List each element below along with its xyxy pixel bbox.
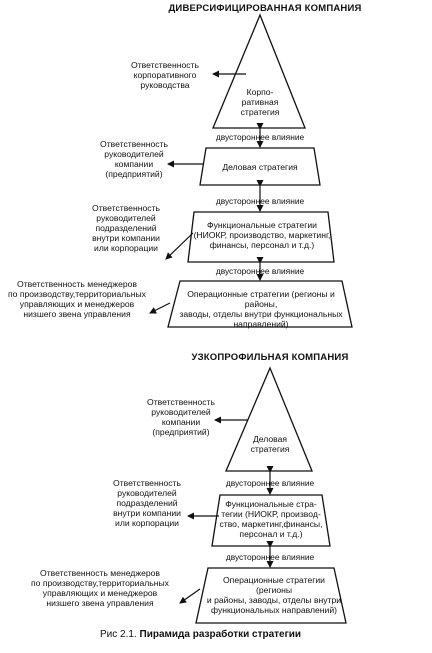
caption-title: Пирамида разработки стратегии (139, 629, 302, 640)
div-level-2-shape (199, 147, 321, 186)
div-responsibility-4: Ответственность менеджеров по производст… (8, 279, 146, 319)
spec-responsibility-3: Ответственность менеджеров по производст… (31, 568, 169, 608)
caption-prefix: Рис 2.1. (100, 629, 137, 640)
div-responsibility-3: Ответственность руководителей подразделе… (92, 203, 160, 253)
div-influence-label-3: двустороннее влияние (215, 266, 305, 276)
spec-level-3-label: Операционные стратегии (регионы и районы… (206, 575, 342, 615)
spec-influence-label-1: двустороннее влияние (225, 478, 315, 488)
spec-level-1-label: Деловая стратегия (250, 434, 290, 454)
div-responsibility-2: Ответственность руководителей компании (… (100, 139, 168, 179)
div-responsibility-1: Ответственность корпоративного руководст… (131, 60, 199, 90)
div-title: ДИВЕРСИФИЦИРОВАННАЯ КОМПАНИЯ (168, 3, 362, 14)
div-level-4-label: Операционные стратегии (регионы и районы… (179, 289, 343, 329)
spec-responsibility-2: Ответственность руководителей подразделе… (113, 478, 181, 528)
spec-responsibility-1: Ответственность руководителей компании (… (147, 397, 215, 437)
spec-responsibility-arrow-3 (179, 588, 201, 604)
div-responsibility-arrow-3 (165, 232, 194, 260)
div-level-4-shape (167, 280, 353, 328)
spec-level-2-shape (211, 494, 331, 547)
div-level-3-label: Функциональные стратегии (НИОКР, произво… (193, 220, 331, 250)
spec-level-3-shape (195, 567, 347, 624)
spec-title: УЗКОПРОФИЛЬНАЯ КОМПАНИЯ (191, 352, 349, 363)
div-level-1-label: Корпо- ративная стратегия (240, 87, 280, 117)
div-level-2-label: Деловая стратегия (222, 162, 298, 172)
div-responsibility-arrow-4 (149, 302, 171, 314)
spec-influence-label-2: двустороннее влияние (225, 552, 315, 562)
figure-caption: Рис 2.1. Пирамида разработки стратегии (100, 630, 360, 640)
div-influence-label-2: двустороннее влияние (215, 196, 305, 206)
div-level-3-shape (187, 211, 335, 263)
div-influence-label-1: двустороннее влияние (215, 132, 305, 142)
spec-level-2-label: Функциональные стра- тегии (НИОКР, произ… (219, 499, 323, 539)
